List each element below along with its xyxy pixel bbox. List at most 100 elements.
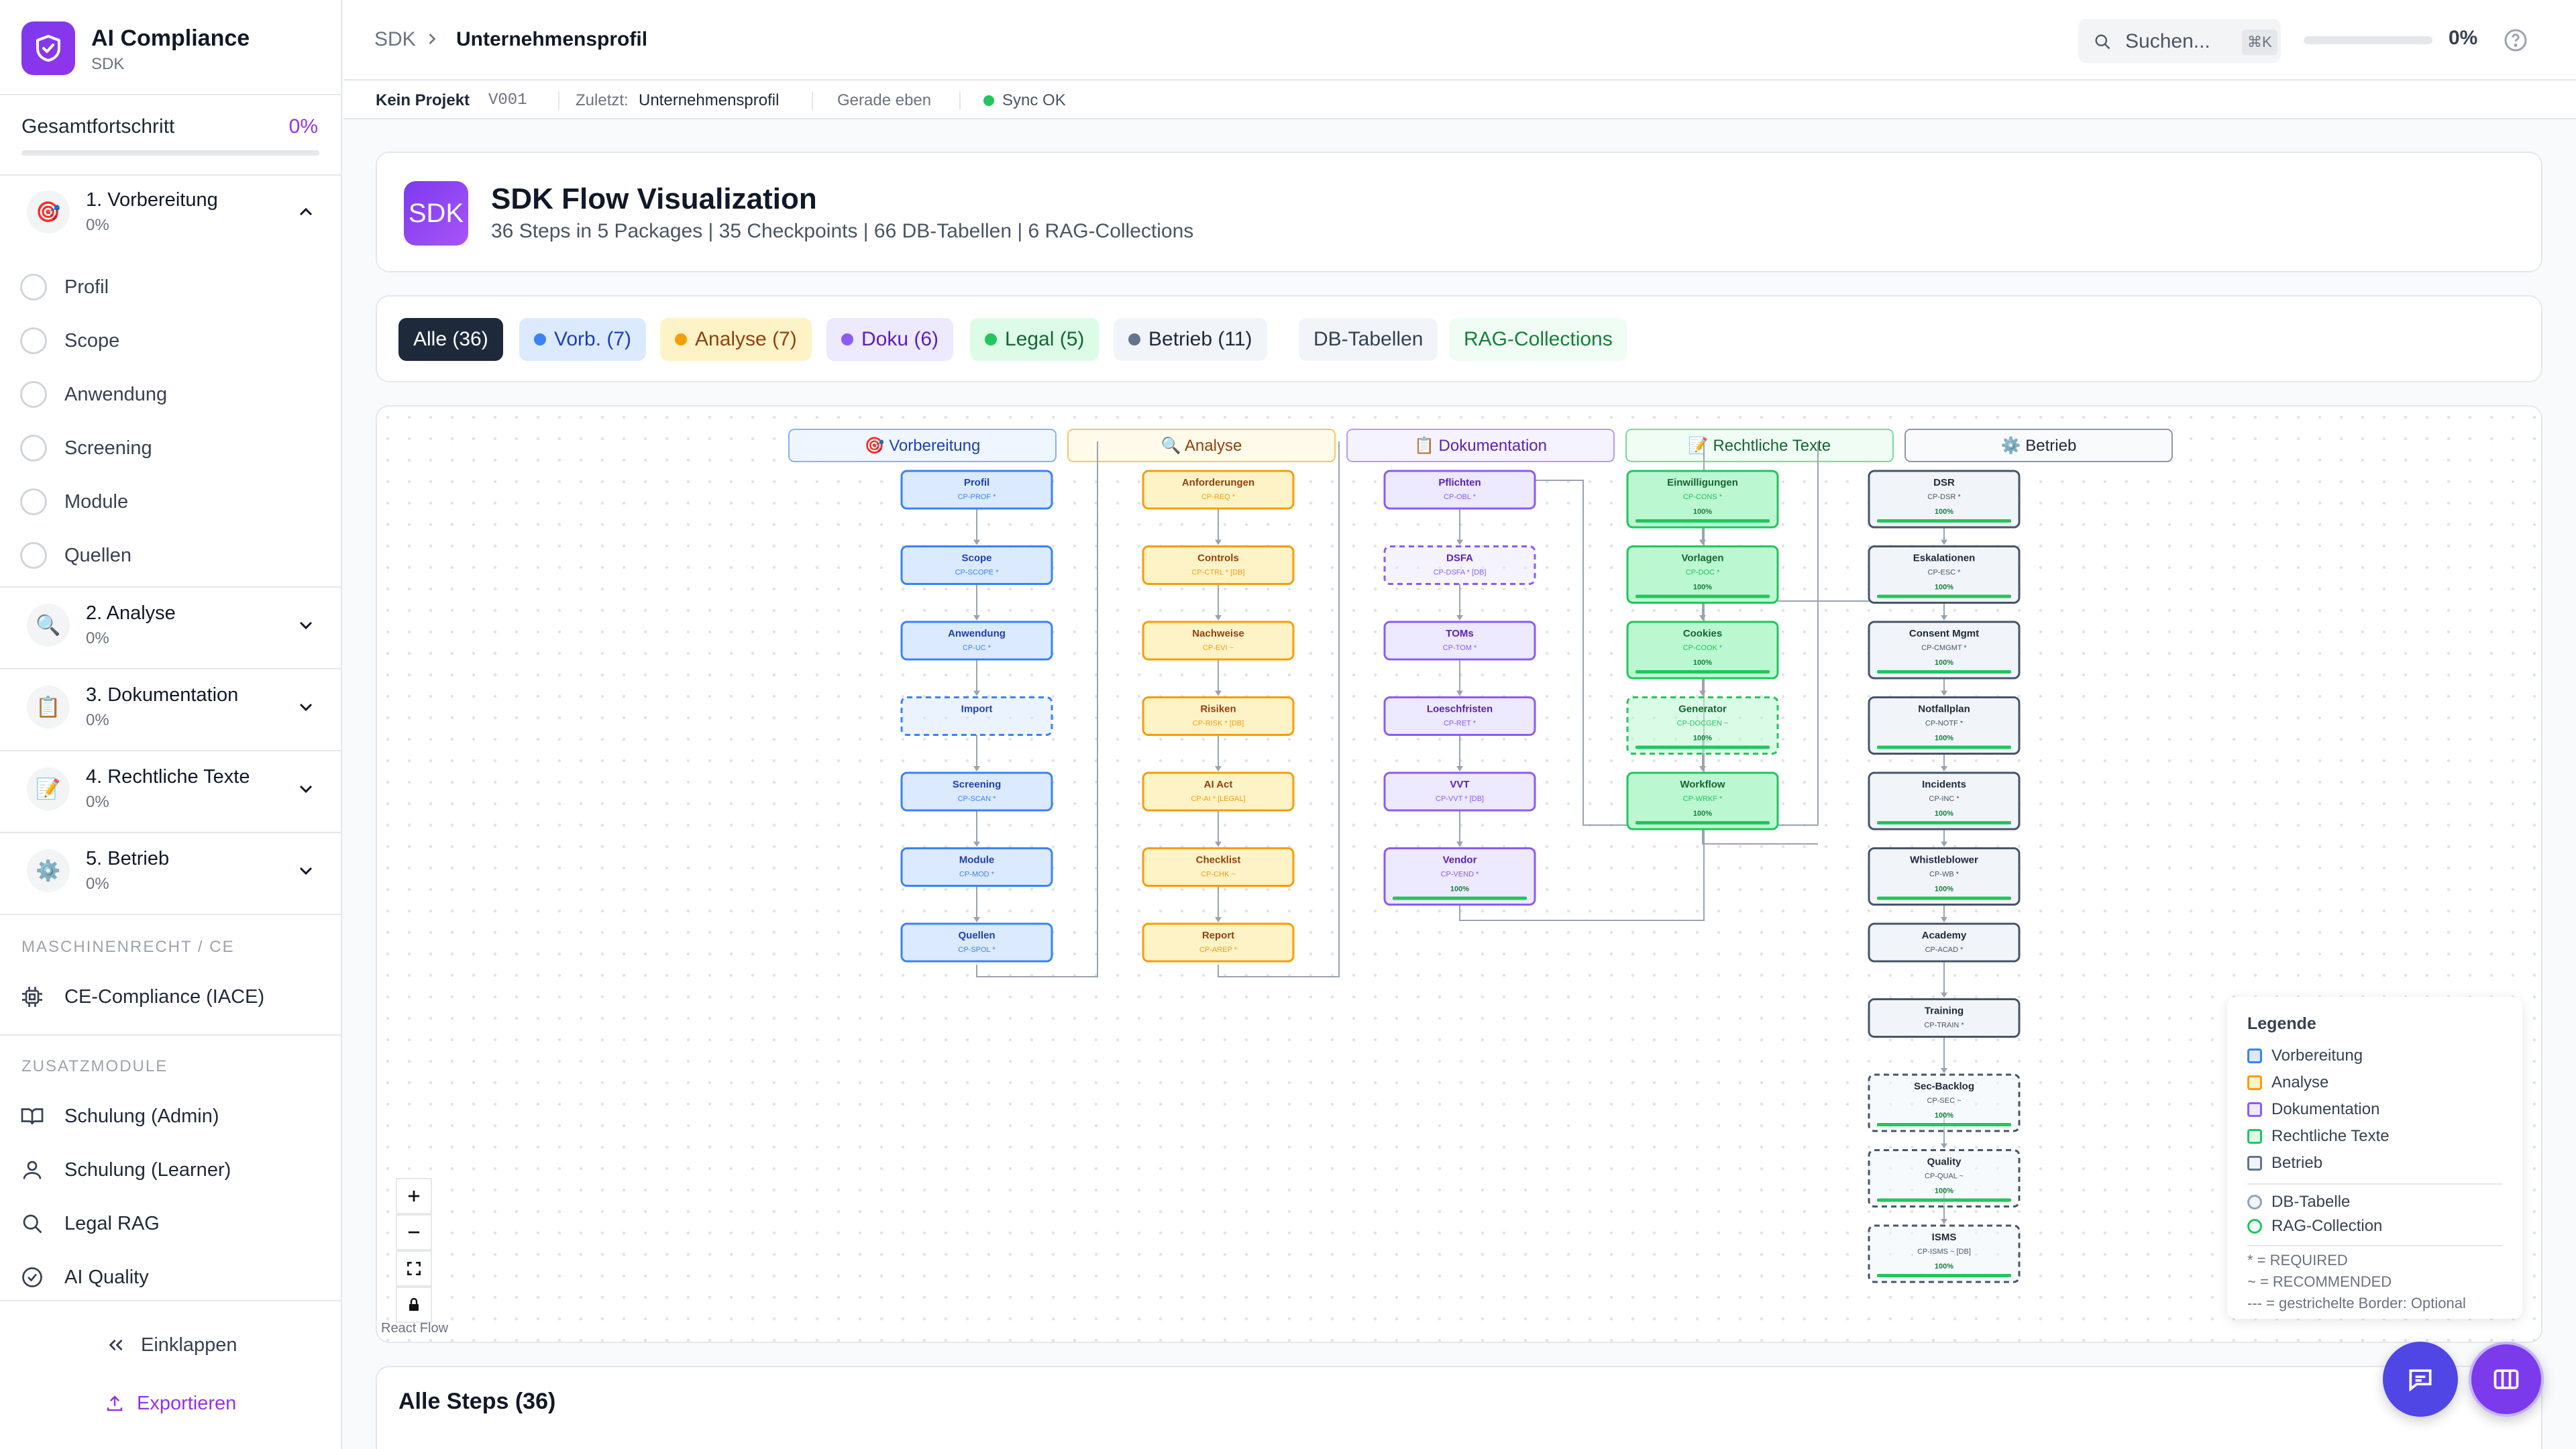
filter-dot <box>534 333 546 345</box>
nav-ce-compliance[interactable]: CE-Compliance (IACE) <box>0 970 341 1024</box>
flow-node[interactable]: Import <box>900 696 1053 736</box>
flow-canvas[interactable]: 🎯 Vorbereitung 🔍 Analyse 📋 Dokumentation 📝 … <box>376 405 2542 1343</box>
legend-note: * = REQUIRED <box>2247 1252 2348 1269</box>
step-module[interactable]: Module <box>0 474 341 527</box>
flow-node-box <box>1142 696 1295 736</box>
nav-label: CE-Compliance (IACE) <box>64 986 265 1008</box>
flow-node-progress-text: 100% <box>1935 659 1953 667</box>
search-placeholder: Suchen... <box>2125 30 2210 52</box>
package-rechtliche-texte[interactable]: 📝 4. Rechtliche Texte 0% <box>0 751 341 830</box>
flow-edge-arrow <box>1215 690 1222 696</box>
export-button[interactable]: Exportieren <box>105 1389 236 1418</box>
react-flow-attribution[interactable]: React Flow <box>381 1321 449 1336</box>
package-header-1[interactable]: 🔍 Analyse <box>1067 429 1336 462</box>
step-label: Module <box>64 491 129 513</box>
lock-button[interactable] <box>396 1287 432 1323</box>
package-vorbereitung[interactable]: 🎯 1. Vorbereitung 0% <box>0 174 341 254</box>
fit-view-button[interactable] <box>396 1250 432 1287</box>
step-anwendung[interactable]: Anwendung <box>0 366 341 420</box>
flow-node-box <box>1383 545 1536 585</box>
flow-node-checkpoint: CP-INC * <box>1929 795 1960 803</box>
flow-node-checkpoint: CP-DOC * <box>1686 569 1720 577</box>
filter-vorbereitung[interactable]: Vorb. (7) <box>519 318 647 361</box>
divider <box>0 914 341 915</box>
filter-all[interactable]: Alle (36) <box>398 318 503 361</box>
filter-doku[interactable]: Doku (6) <box>826 318 954 361</box>
help-icon[interactable] <box>2502 27 2529 54</box>
filter-betrieb[interactable]: Betrieb (11) <box>1114 318 1267 361</box>
chevrons-left-icon <box>105 1334 127 1356</box>
package-analyse[interactable]: 🔍 2. Analyse 0% <box>0 588 341 667</box>
nav-schulung-learner[interactable]: Schulung (Learner) <box>0 1143 341 1197</box>
package-header-box <box>1346 429 1615 462</box>
package-header-3[interactable]: 📝 Rechtliche Texte <box>1625 429 1894 462</box>
filter-analyse[interactable]: Analyse (7) <box>660 318 812 361</box>
step-quellen[interactable]: Quellen <box>0 527 341 581</box>
breadcrumb-root[interactable]: SDK <box>374 28 416 50</box>
flow-node-label: Anforderungen <box>1182 477 1254 488</box>
package-header-2[interactable]: 📋 Dokumentation <box>1346 429 1615 462</box>
chat-button[interactable] <box>2383 1342 2458 1417</box>
zoom-in-button[interactable] <box>396 1178 432 1214</box>
package-header-0[interactable]: 🎯 Vorbereitung <box>788 429 1057 462</box>
divider <box>0 750 341 751</box>
package-dokumentation[interactable]: 📋 3. Dokumentation 0% <box>0 669 341 749</box>
flow-node-checkpoint: CP-WB * <box>1929 871 1960 879</box>
step-scope[interactable]: Scope <box>0 313 341 366</box>
step-screening[interactable]: Screening <box>0 420 341 474</box>
package-header-4[interactable]: ⚙️ Betrieb <box>1904 429 2173 462</box>
filter-db-tabellen[interactable]: DB-Tabellen <box>1299 318 1438 361</box>
flow-node-checkpoint: CP-VEND * <box>1441 871 1480 879</box>
package-betrieb[interactable]: ⚙️ 5. Betrieb 0% <box>0 833 341 912</box>
search-button[interactable]: Suchen... ⌘K <box>2078 19 2281 63</box>
zoom-out-button[interactable] <box>396 1214 432 1250</box>
panel-toggle-button[interactable] <box>2469 1342 2544 1417</box>
divider <box>2247 1183 2502 1185</box>
nav-ai-quality[interactable]: AI Quality <box>0 1250 341 1304</box>
step-label: Scope <box>64 330 120 352</box>
collapse-button[interactable]: Einklappen <box>105 1328 237 1362</box>
nav-schulung-admin[interactable]: Schulung (Admin) <box>0 1089 341 1143</box>
nav-legal-rag[interactable]: Legal RAG <box>0 1197 341 1250</box>
filter-rag-collections[interactable]: RAG-Collections <box>1449 318 1627 361</box>
step-profil[interactable]: Profil <box>0 259 341 313</box>
flow-node-checkpoint: CP-AI * [LEGAL] <box>1191 795 1245 803</box>
legend-title: Legende <box>2247 1014 2316 1033</box>
filter-legal[interactable]: Legal (5) <box>970 318 1099 361</box>
